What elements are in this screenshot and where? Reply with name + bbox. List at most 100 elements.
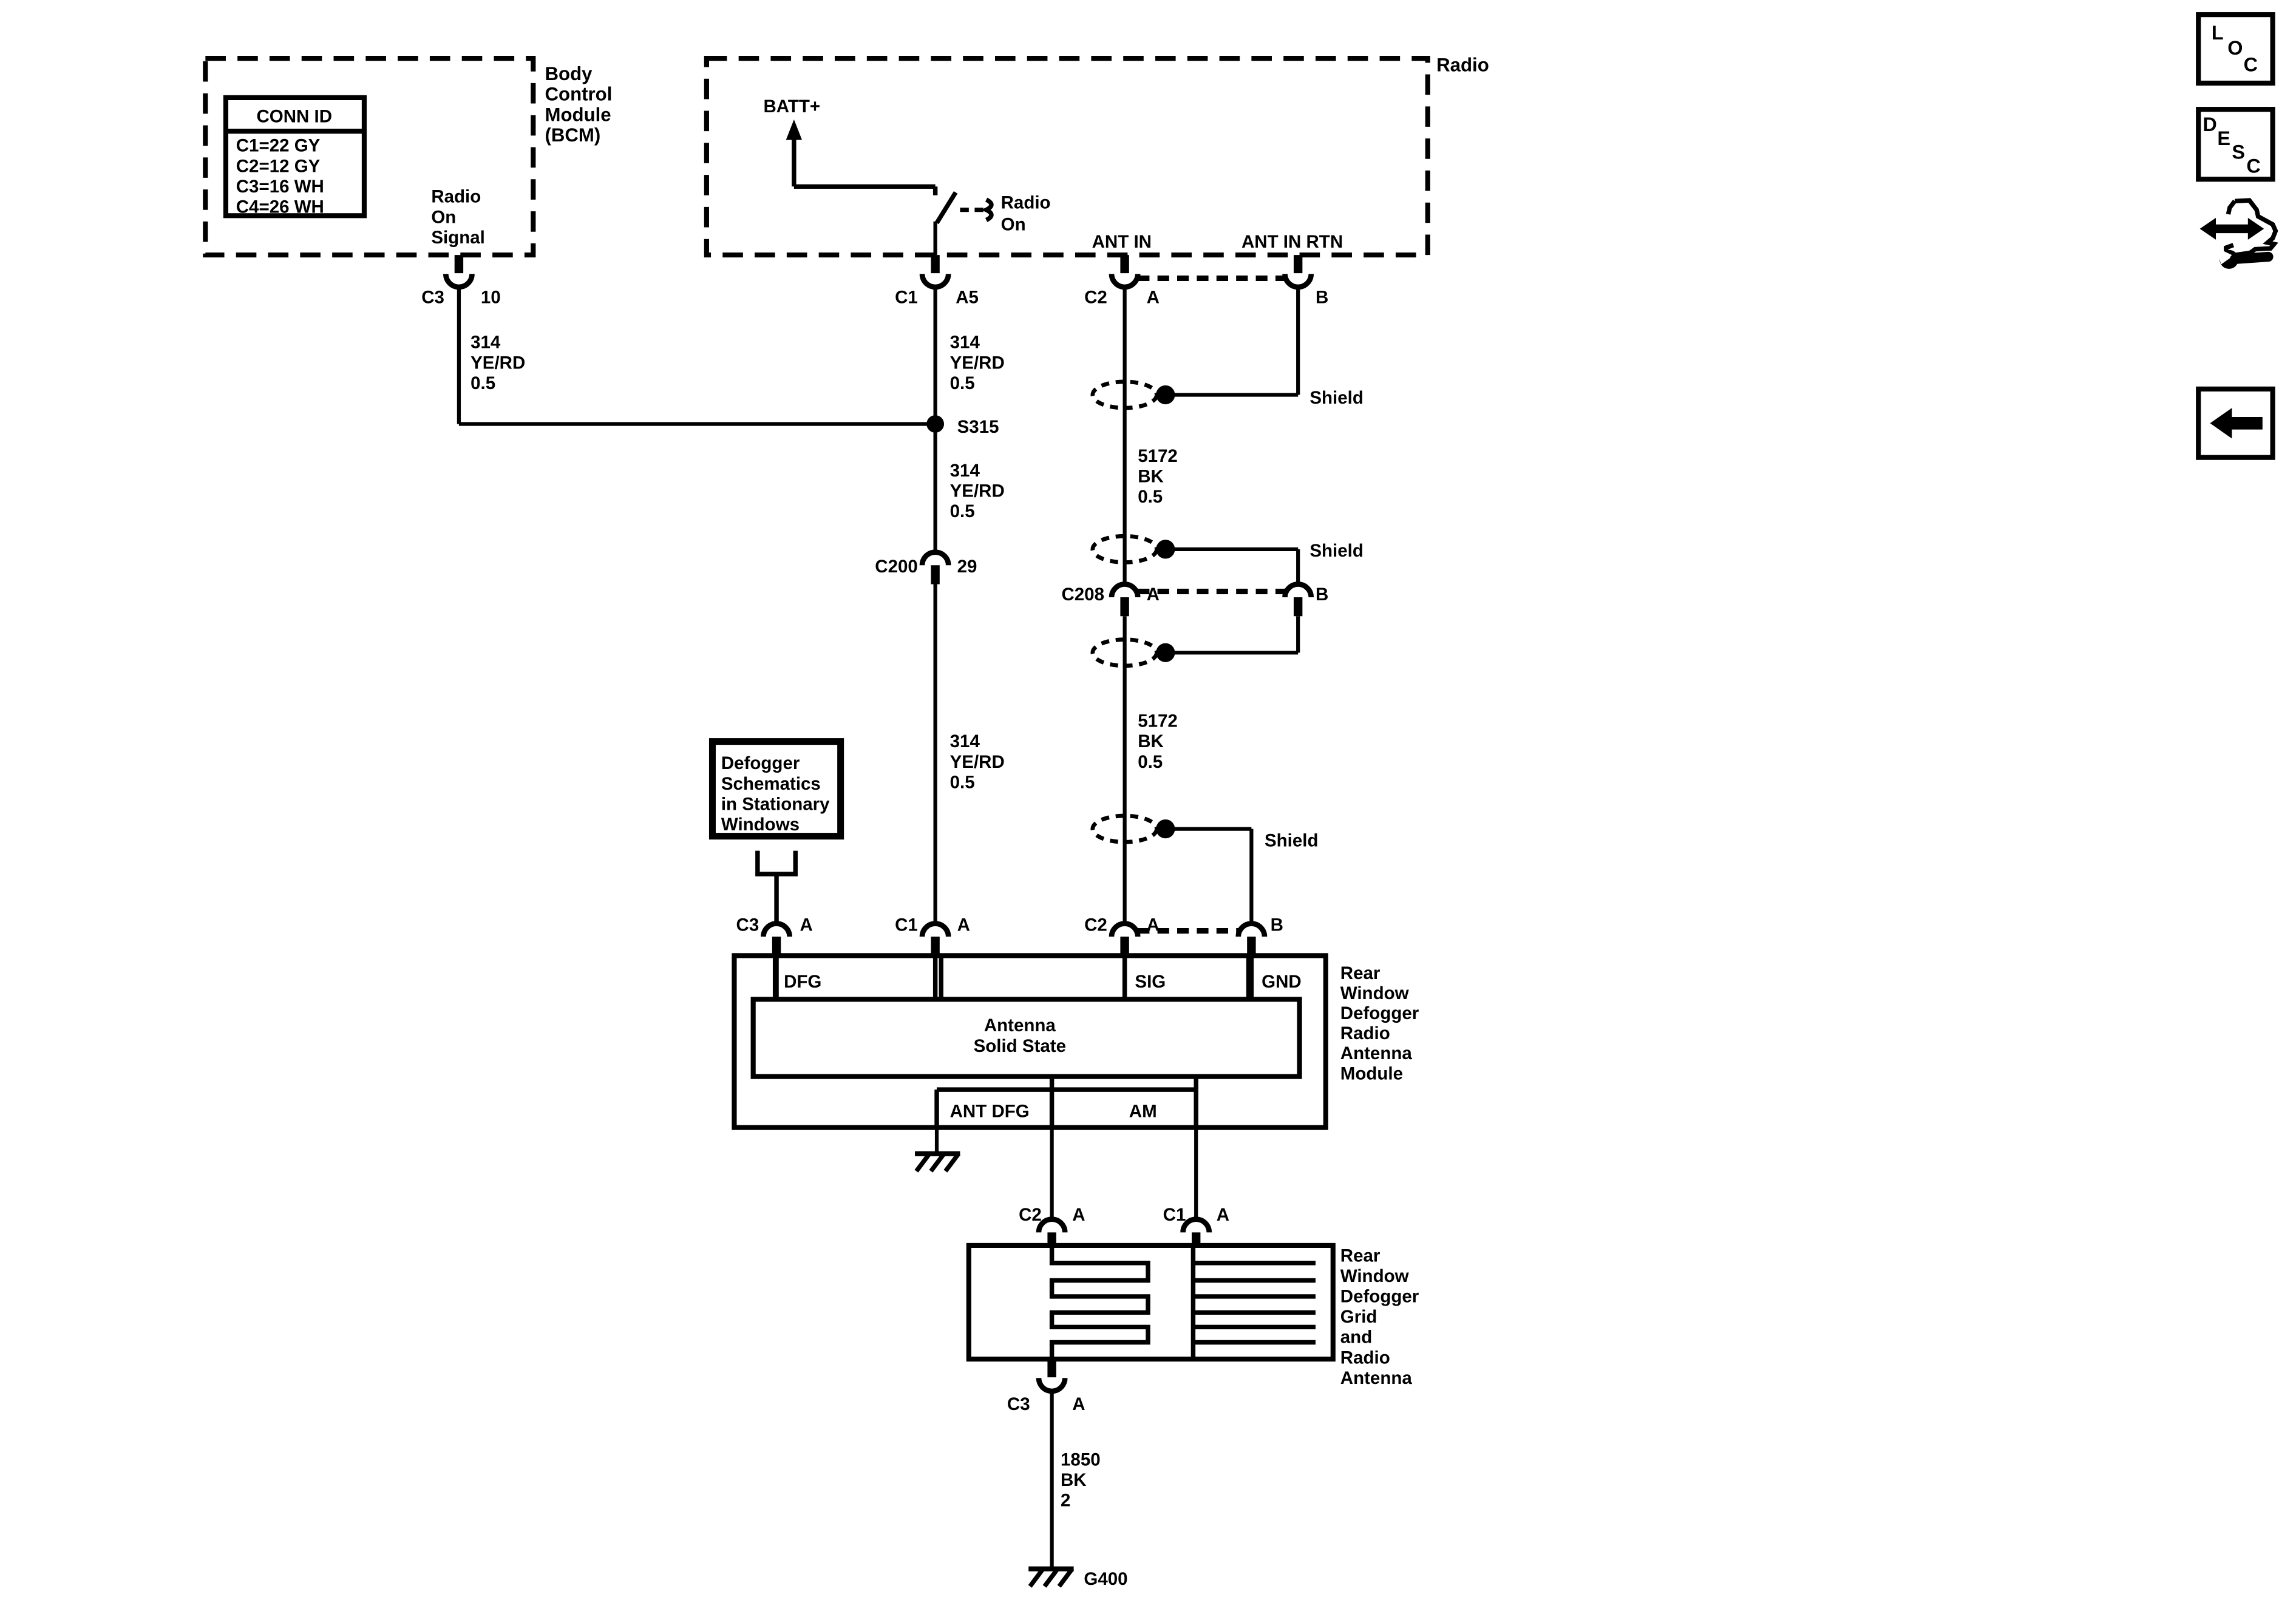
shield-label-1: Shield	[1309, 388, 1364, 408]
desc-letter: E	[2217, 127, 2230, 149]
c200-connector-arc	[919, 549, 951, 566]
module-c1-connector	[919, 921, 951, 937]
wrench-jaw-notch	[2216, 248, 2233, 265]
radio-title: Radio	[1436, 55, 1489, 76]
defogger-grid-section: Rear Window Defogger Grid and Radio Ante…	[966, 1242, 1419, 1414]
nav-column: L O C D E S C	[2196, 12, 2278, 460]
loc-letter: O	[2227, 37, 2243, 59]
wire-label-5172: 0.5	[1138, 752, 1163, 772]
module-c3-label: C3	[736, 915, 759, 935]
desc-letter: S	[2232, 141, 2245, 163]
service-wrench-icon[interactable]	[2199, 198, 2278, 269]
desc-button[interactable]: D E S C	[2196, 107, 2275, 182]
module-to-grid-wires: C2 A C1 A	[1019, 1127, 1229, 1246]
splice-dot-s315	[926, 415, 945, 433]
terminal-ant-dfg: ANT DFG	[950, 1102, 1030, 1122]
loc-letter: L	[2212, 22, 2224, 44]
wire-label-1850: 1850	[1061, 1449, 1101, 1470]
grid-name-line: Window	[1340, 1266, 1409, 1286]
defogger-reference-line: Defogger	[721, 753, 800, 773]
conn-id-header: CONN ID	[256, 107, 332, 127]
module-c3-pin: A	[800, 915, 812, 935]
wire-label-314: 314	[470, 333, 501, 353]
c200-pin: 29	[957, 557, 977, 577]
g400-label: G400	[1084, 1569, 1127, 1589]
batt-label: BATT+	[763, 97, 820, 117]
module-c2-a-connector	[1109, 921, 1141, 937]
radio-c1-pin: A5	[956, 287, 979, 307]
splice-label: S315	[957, 417, 999, 437]
radio-section: Radio BATT+ Radio On ANT IN ANT IN RTN C…	[704, 55, 1489, 307]
radio-on-signal-wires: S315	[457, 286, 999, 552]
c208-pin-b: B	[1316, 585, 1328, 605]
radio-on-signal-label: Signal	[431, 228, 485, 248]
switch-label: On	[1001, 214, 1026, 234]
wire-label-5172: BK	[1138, 731, 1164, 751]
module-name-line: Rear	[1340, 963, 1381, 983]
radio-on-signal-label: Radio	[431, 187, 481, 207]
radio-c2-a-connector	[1109, 273, 1141, 290]
shield-label-2: Shield	[1309, 541, 1364, 561]
batt-arrow-icon	[786, 119, 803, 140]
desc-letter: D	[2203, 114, 2216, 135]
defogger-reference-line: in Stationary	[721, 794, 830, 814]
wrench-handle	[2230, 251, 2274, 264]
conn-id-table: CONN ID C1=22 GY C2=12 GY C3=16 WH C4=26…	[223, 95, 367, 219]
grid-c2-pin: A	[1072, 1205, 1085, 1225]
module-c2-pin-b: B	[1271, 915, 1283, 935]
switch-blade	[934, 191, 958, 225]
radio-c2-label: C2	[1084, 287, 1107, 307]
wire-label-314: 0.5	[470, 373, 495, 393]
grid-c1-label: C1	[1163, 1205, 1186, 1225]
module-c1-label: C1	[895, 915, 918, 935]
wire-label-5172: BK	[1138, 466, 1164, 486]
c200-label: C200	[875, 557, 918, 577]
module-name-line: Defogger	[1340, 1003, 1419, 1023]
antenna-grid-fingers	[1190, 1245, 1316, 1360]
bcm-title-line: Body	[545, 63, 593, 84]
module-c3-connector	[761, 921, 792, 937]
desc-button-border	[2196, 107, 2275, 182]
loc-button[interactable]: L O C	[2196, 12, 2275, 86]
conn-id-row: C2=12 GY	[236, 156, 321, 176]
wire-label-5172: 5172	[1138, 711, 1178, 731]
conn-id-table-border	[223, 95, 367, 219]
wire-label-314: YE/RD	[950, 481, 1005, 501]
grid-c2-label: C2	[1019, 1205, 1042, 1225]
radio-c2-pin-a: A	[1147, 287, 1160, 307]
wire-label-5172: 0.5	[1138, 487, 1163, 507]
antenna-shielded-lead: Shield 5172 BK 0.5 Shield C208 A B 5172 …	[1061, 286, 1364, 924]
bcm-c3-pin: 10	[481, 287, 501, 307]
wire-label-1850: BK	[1061, 1470, 1087, 1490]
wire-label-314: 0.5	[950, 501, 975, 521]
defogger-grid-box	[966, 1242, 1336, 1362]
shield-drain-dot-3	[1156, 643, 1175, 662]
wire-label-314: 0.5	[950, 373, 975, 393]
switch-label: Radio	[1001, 192, 1051, 212]
grid-name-line: Grid	[1340, 1307, 1377, 1327]
wire-label-314: 314	[950, 461, 980, 481]
c200-connector: C200 29	[875, 549, 977, 924]
module-bottom-terminals	[934, 1076, 1198, 1128]
terminal-am: AM	[1129, 1102, 1157, 1122]
wire-label-314: YE/RD	[950, 353, 1005, 373]
radio-on-switch: Radio On	[933, 191, 1051, 256]
module-name-line: Radio	[1340, 1023, 1390, 1043]
module-connector-row: C3 A C1 A C2 A B	[736, 915, 1283, 957]
wire-label-314: YE/RD	[950, 752, 1005, 772]
module-ground-symbol	[914, 1127, 961, 1173]
module-name-line: Module	[1340, 1063, 1403, 1083]
grid-c2-connector	[1036, 1216, 1068, 1233]
defogger-reference-line: Schematics	[721, 774, 821, 794]
grid-c3-connector	[1036, 1377, 1068, 1394]
bcm-title-line: Module	[545, 104, 611, 125]
bcm-section: Body Control Module (BCM) CONN ID C1=22 …	[203, 56, 612, 307]
defogger-reference-line: Windows	[721, 815, 800, 835]
bcm-title-line: (BCM)	[545, 124, 601, 146]
off-page-bracket	[755, 850, 798, 924]
radio-c2-b-connector	[1282, 273, 1314, 290]
back-button[interactable]	[2196, 386, 2275, 460]
module-name-line: Window	[1340, 983, 1409, 1003]
c208-pin-a: A	[1147, 585, 1160, 605]
shield-label-3: Shield	[1265, 830, 1319, 850]
